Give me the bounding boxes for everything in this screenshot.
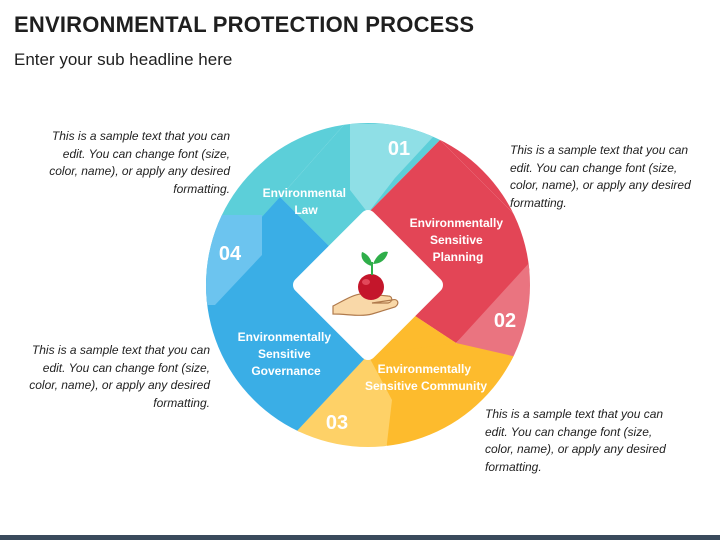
bottom-bar <box>0 535 720 540</box>
hand-holding-plant-icon <box>332 251 399 316</box>
description-text-3: This is a sample text that you can edit.… <box>485 407 666 474</box>
segment-4-tab <box>206 215 262 305</box>
segment-1-label: Environmental Law <box>263 186 350 217</box>
description-text-2: This is a sample text that you can edit.… <box>510 143 691 210</box>
page-title: ENVIRONMENTAL PROTECTION PROCESS <box>14 12 475 37</box>
description-text-1: This is a sample text that you can edit.… <box>49 129 230 196</box>
segment-2-tab <box>456 262 530 360</box>
segment-3-tab <box>296 355 392 447</box>
segment-4-number: 04 <box>219 243 242 265</box>
segment-1-tab <box>350 124 445 213</box>
segment-1-number: 01 <box>388 138 410 160</box>
page-subtitle: Enter your sub headline here <box>14 50 233 69</box>
segment-4-label: Environmentally Sensitive Governance <box>238 330 335 378</box>
segment-2-number: 02 <box>494 310 516 332</box>
description-text-4: This is a sample text that you can edit.… <box>29 343 210 410</box>
segment-3-label: Environmentally Sensitive Community <box>365 362 487 393</box>
segment-3-number: 03 <box>326 412 348 434</box>
segment-2-label: Environmentally Sensitive Planning <box>410 216 507 264</box>
